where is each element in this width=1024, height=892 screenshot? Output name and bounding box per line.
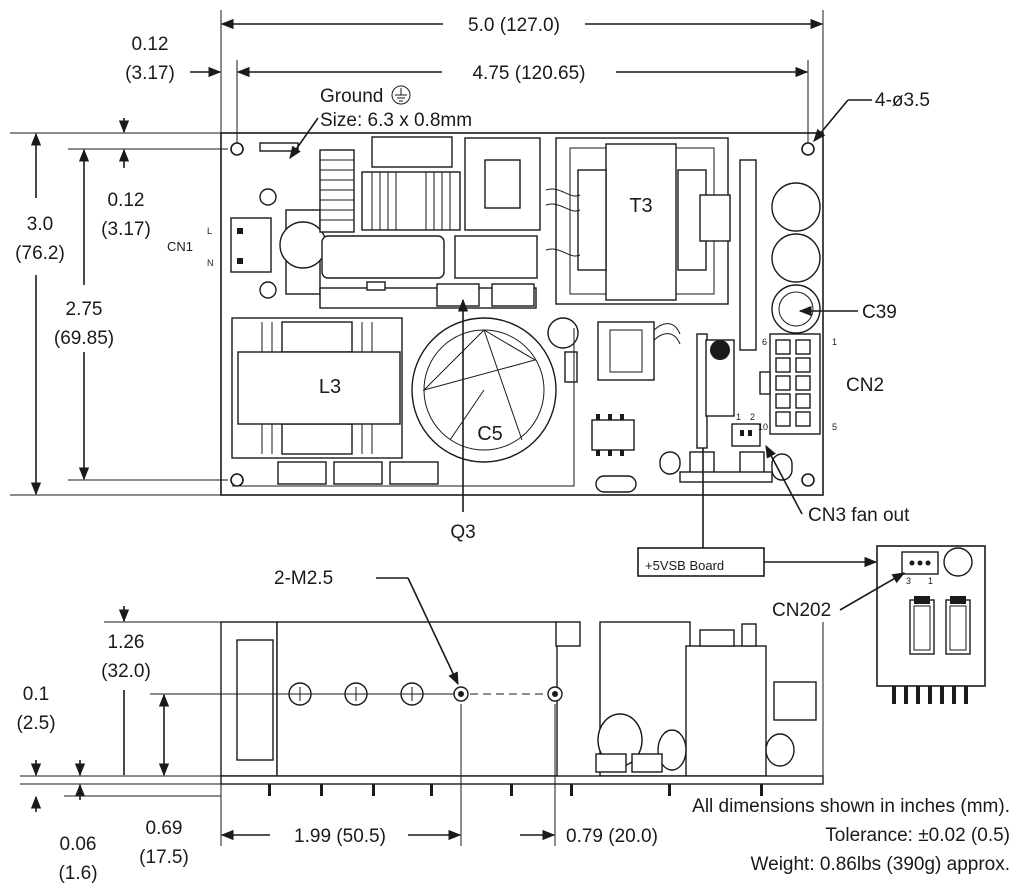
screw-height-mm: (17.5): [139, 847, 189, 868]
cn202-pin3: 3: [906, 576, 911, 586]
pcb-thickness-in: 0.06: [60, 834, 97, 855]
small-transformer: [597, 321, 655, 381]
cn2-pin5: 5: [832, 422, 837, 432]
cn2-pins: [775, 339, 811, 427]
mount-hole-tr: [801, 142, 815, 156]
cn1-l-label: L: [207, 226, 212, 236]
left-offset-in: 0.12: [132, 34, 169, 55]
screw-height-in: 0.69: [146, 818, 183, 839]
bottom-heatsink-3: [389, 461, 439, 485]
output-strip: [739, 159, 757, 351]
board-outline: [220, 132, 824, 496]
mount-hole-tl: [230, 142, 244, 156]
pcb-thickness-mm: (1.6): [58, 863, 97, 884]
cn1-n-label: N: [207, 258, 214, 268]
c39-label: C39: [862, 302, 897, 323]
hole-spacing-x-label: 4.75 (120.65): [472, 63, 585, 84]
screw-spacing-x-label: 0.79 (20.0): [566, 826, 658, 847]
cn3-pin1: 1: [736, 412, 741, 422]
standoff-mm: (2.5): [16, 713, 55, 734]
top-offset-in: 0.12: [108, 190, 145, 211]
side-dimensions: 2-M2.5 1.26 (32.0) 0.69 (17.5) 0.1 (2.5)…: [16, 568, 657, 884]
standoff-in: 0.1: [23, 684, 49, 705]
top-view: [220, 132, 824, 496]
hole-spacing-y-mm: (69.85): [54, 328, 114, 349]
cn202-pin1: 1: [928, 576, 933, 586]
ground-icon: [391, 85, 411, 105]
side-pcb: [220, 775, 824, 785]
vsb-board-label: +5VSB Board: [645, 558, 724, 573]
output-cap-1: [771, 182, 821, 232]
screws-label: 2-M2.5: [274, 568, 333, 589]
cn3-connector: [731, 423, 761, 447]
overall-width-label: 5.0 (127.0): [468, 15, 560, 36]
top-dimensions: 5.0 (127.0) 4.75 (120.65) 0.12 (3.17): [125, 10, 824, 143]
l3-label: L3: [319, 376, 341, 398]
output-cap-2: [771, 233, 821, 283]
side-view: [220, 621, 824, 846]
cn2-pin1: 1: [832, 337, 837, 347]
common-mode-choke: [361, 171, 461, 231]
cn3-pin2: 2: [750, 412, 755, 422]
x-capacitor: [321, 235, 445, 279]
note-weight: Weight: 0.86lbs (390g) approx.: [751, 854, 1010, 875]
c5-label: C5: [477, 423, 503, 445]
ground-tab: [259, 142, 299, 152]
cn1-label: CN1: [167, 239, 193, 254]
note-units: All dimensions shown in inches (mm).: [692, 796, 1010, 817]
cn202-label: CN202: [772, 600, 831, 621]
notes: All dimensions shown in inches (mm). Tol…: [692, 796, 1010, 875]
hole-spacing-y-in: 2.75: [66, 299, 103, 320]
mount-hole-br: [801, 473, 815, 487]
mount-hole-bl: [230, 473, 244, 487]
note-tolerance: Tolerance: ±0.02 (0.5): [825, 825, 1010, 846]
screw-offset-x-label: 1.99 (50.5): [294, 826, 386, 847]
t3-label: T3: [629, 195, 652, 217]
input-coil: [319, 149, 355, 233]
bottom-heatsink-2: [333, 461, 383, 485]
overall-height-mm: (76.2): [15, 243, 65, 264]
cn2-label: CN2: [846, 375, 884, 396]
side-height-mm: (32.0): [101, 661, 151, 682]
cn3-fan-label: CN3 fan out: [808, 505, 910, 526]
bottom-heatsink-1: [277, 461, 327, 485]
left-dimensions: 3.0 (76.2) 2.75 (69.85) 0.12 (3.17): [10, 118, 228, 496]
cn2-pin6: 6: [762, 337, 767, 347]
q3-label: Q3: [450, 522, 475, 543]
ground-size: Size: 6.3 x 0.8mm: [320, 110, 472, 131]
side-height-in: 1.26: [108, 632, 145, 653]
overall-height-in: 3.0: [27, 214, 53, 235]
ground-title: Ground: [320, 86, 383, 107]
top-callouts: Ground Size: 6.3 x 0.8mm 4-ø3.5 CN1 L N …: [167, 85, 930, 577]
vsb-board-detail: 3 1 CN202: [772, 545, 986, 704]
cn2-pin10: 10: [758, 422, 768, 432]
heatsink-bar: [319, 287, 537, 309]
ic-chip: [591, 419, 635, 451]
top-offset-mm: (3.17): [101, 219, 151, 240]
left-offset-mm: (3.17): [125, 63, 175, 84]
mount-holes-label: 4-ø3.5: [875, 90, 930, 111]
